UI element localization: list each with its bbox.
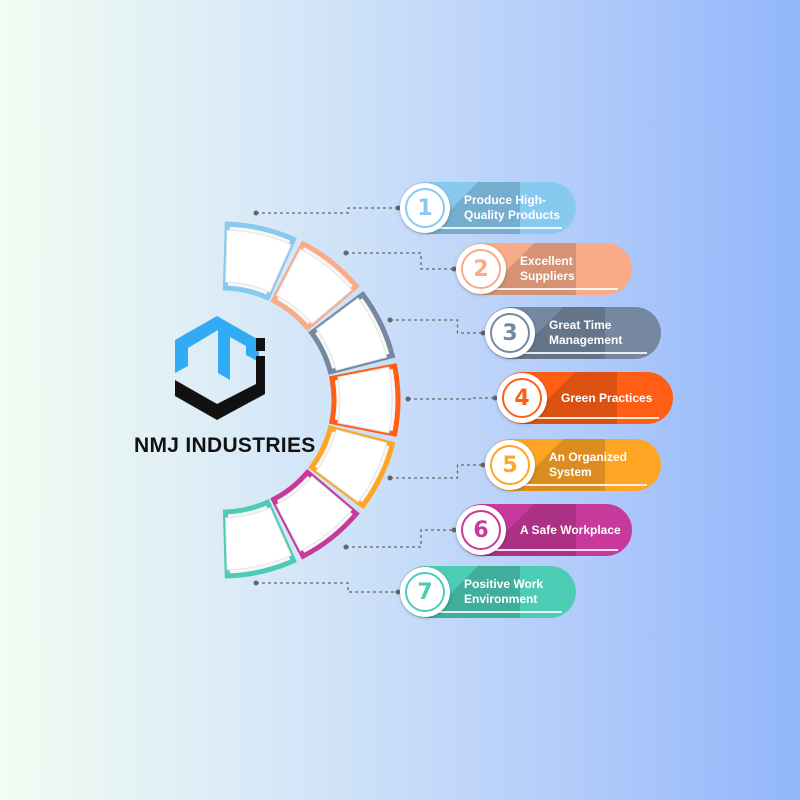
connector-dot	[405, 396, 411, 402]
step-number-badge: 3	[485, 308, 535, 358]
nmj-logo	[175, 316, 265, 420]
connector-line	[256, 582, 400, 593]
step-label: An Organized System	[549, 450, 628, 479]
step-number: 5	[490, 445, 530, 485]
underline	[511, 352, 647, 354]
step-number-badge: 4	[497, 373, 547, 423]
connector-line	[390, 319, 485, 334]
arc-segment-inner	[315, 429, 388, 503]
connector-line	[346, 529, 456, 548]
step-label: Great Time Management	[549, 318, 623, 347]
arc-segment-inner	[337, 366, 393, 434]
connector-dot	[395, 589, 401, 595]
step-label: Produce High- Quality Products	[464, 193, 561, 222]
step-number-badge: 5	[485, 440, 535, 490]
step-label: A Safe Workplace	[520, 522, 621, 537]
connector-dot	[253, 580, 259, 586]
connector-line	[256, 207, 400, 214]
connector-line	[408, 397, 497, 400]
arc-segment-inner	[225, 229, 292, 293]
connector-dot	[451, 266, 457, 272]
connector-dot	[343, 250, 349, 256]
step-label: Green Practices	[561, 390, 653, 405]
step-number: 3	[490, 313, 530, 353]
connector-dot	[480, 462, 486, 468]
arc-segment-inner	[275, 248, 353, 325]
step-number: 1	[405, 188, 445, 228]
arc-segment-inner	[315, 297, 388, 371]
connector-dot	[451, 527, 457, 533]
connector-dot	[387, 475, 393, 481]
step-number: 4	[502, 378, 542, 418]
step-number-badge: 2	[456, 244, 506, 294]
underline	[482, 288, 618, 290]
step-number-badge: 1	[400, 183, 450, 233]
connector-dot	[492, 395, 498, 401]
arc-segment-inner	[275, 475, 353, 552]
step-number-badge: 7	[400, 567, 450, 617]
underline	[511, 484, 647, 486]
connector-dot	[343, 544, 349, 550]
brand-name: NMJ INDUSTRIES	[134, 434, 316, 457]
connector-dot	[253, 210, 259, 216]
connector-dot	[395, 205, 401, 211]
underline	[482, 549, 618, 551]
connector-line	[390, 464, 485, 479]
underline	[426, 611, 562, 613]
connector-line	[346, 252, 456, 270]
step-number: 7	[405, 572, 445, 612]
connector-dot	[480, 330, 486, 336]
step-label: Excellent Suppliers	[520, 254, 575, 283]
underline	[426, 227, 562, 229]
step-number: 6	[461, 510, 501, 550]
step-number: 2	[461, 249, 501, 289]
step-number-badge: 6	[456, 505, 506, 555]
connector-dot	[387, 317, 393, 323]
underline	[523, 417, 659, 419]
step-label: Positive Work Environment	[464, 577, 544, 606]
arc-segment-inner	[225, 507, 292, 571]
